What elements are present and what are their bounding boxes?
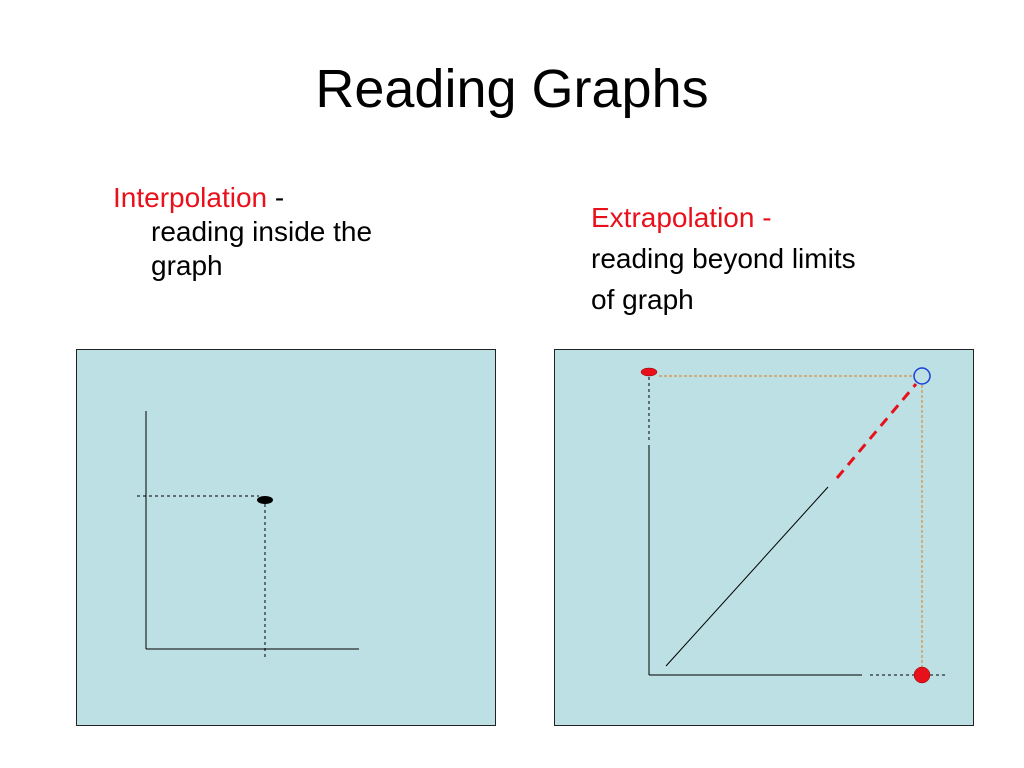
- extrapolated-point: [913, 367, 931, 385]
- x-axis-read-point: [913, 666, 931, 684]
- extrapolation-diagram: [640, 367, 948, 684]
- interpolation-line-1: reading inside the: [151, 216, 373, 247]
- interpolation-term: Interpolation: [113, 182, 268, 213]
- extrapolation-term: Extrapolation -: [591, 202, 772, 233]
- interpolation-definition: Interpolation - reading inside the graph: [113, 181, 453, 283]
- interpolation-diagram: [137, 411, 359, 659]
- interpolation-dash: -: [267, 182, 285, 213]
- data-line: [665, 486, 829, 667]
- extrapolation-definition: Extrapolation - reading beyond limits of…: [591, 197, 951, 320]
- extrapolation-line-2: of graph: [591, 284, 694, 315]
- extrapolation-line-1: reading beyond limits: [591, 243, 856, 274]
- interpolation-diagram-panel: [76, 349, 496, 726]
- extrapolation-diagram-panel: [554, 349, 974, 726]
- extrapolated-line: [835, 383, 918, 479]
- y-axis-read-point: [640, 367, 658, 377]
- page-title: Reading Graphs: [315, 59, 709, 119]
- interpolated-point: [257, 496, 273, 504]
- interpolation-line-2: graph: [151, 250, 223, 281]
